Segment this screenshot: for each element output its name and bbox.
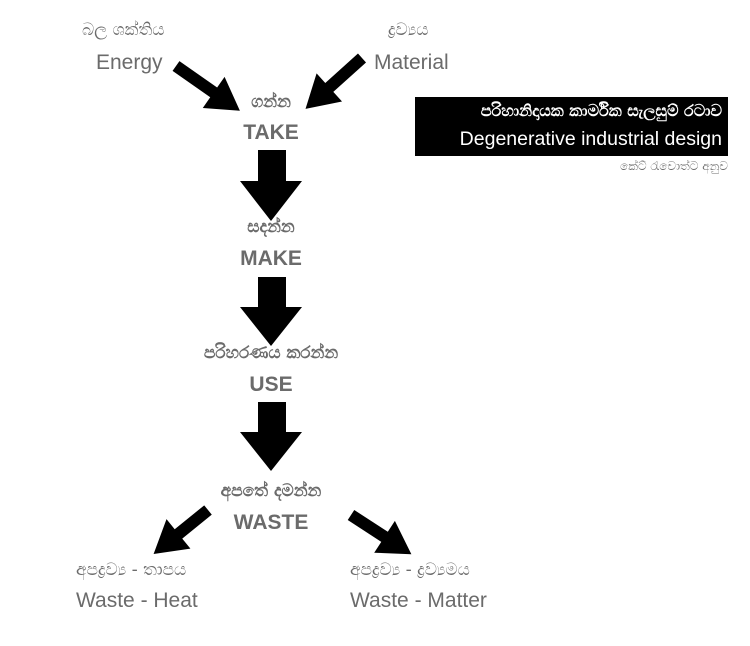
- diagram-title: Degenerative industrial design: [459, 128, 722, 150]
- energy-arrow-icon: [172, 61, 240, 111]
- energy-label-sinhala: බල ශක්තිය: [82, 20, 165, 40]
- credit-text: කේට් රැවොත්ට අනුව: [620, 159, 728, 173]
- waste-matter-label-sinhala: අපද්‍රව්‍ය - ද්‍රව්‍යමය: [350, 560, 470, 580]
- use-step: USE: [249, 373, 293, 396]
- material-arrow-icon: [305, 53, 367, 109]
- take-step: TAKE: [243, 121, 299, 144]
- waste-step-sinhala: අපතේ දමන්න: [220, 481, 322, 501]
- waste-matter-label: Waste - Matter: [350, 589, 487, 612]
- make-to-use-arrow-icon: [240, 277, 302, 346]
- make-step: MAKE: [240, 247, 302, 270]
- diagram-title-box: පරිහානිදායක කාර්මික සැලසුම් රටාව Degener…: [415, 97, 728, 156]
- material-label: Material: [374, 51, 449, 74]
- use-to-waste-arrow-icon: [240, 402, 302, 471]
- take-to-make-arrow-icon: [240, 150, 302, 221]
- diagram-title-sinhala: පරිහානිදායක කාර්මික සැලසුම් රටාව: [480, 101, 722, 120]
- energy-label: Energy: [96, 51, 163, 74]
- take-step-sinhala: ගන්න: [251, 92, 291, 112]
- waste-step: WASTE: [233, 511, 309, 534]
- material-label-sinhala: ද්‍රව්‍යය: [388, 20, 429, 40]
- waste-matter-arrow-icon: [347, 509, 412, 555]
- use-step-sinhala: පරිහරණය කරන්න: [203, 343, 339, 363]
- waste-heat-label: Waste - Heat: [76, 589, 198, 612]
- waste-heat-label-sinhala: අපද්‍රව්‍ය - තාපය: [76, 560, 187, 580]
- waste-heat-arrow-icon: [153, 505, 212, 555]
- make-step-sinhala: සදන්න: [247, 217, 295, 237]
